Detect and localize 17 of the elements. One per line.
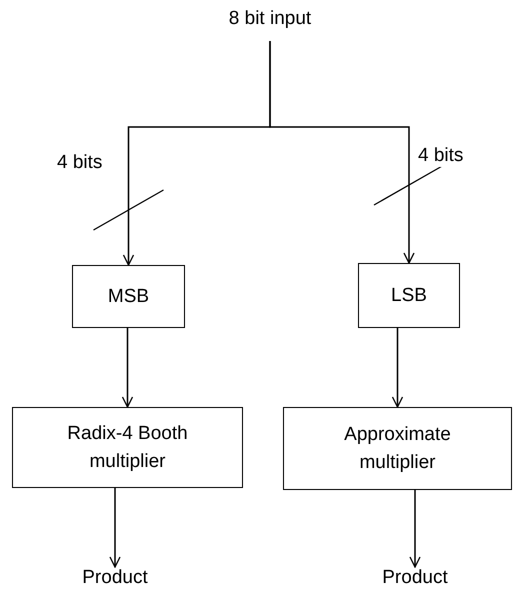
process-box — [283, 407, 512, 490]
terminal-text: 8 bit input — [205, 5, 335, 33]
box-label: MSB — [108, 284, 150, 308]
box-label: Approximate multiplier — [343, 422, 452, 474]
edge-label: 4 bits — [416, 145, 466, 167]
arrow — [392, 328, 404, 408]
arrow — [269, 41, 415, 264]
arrow — [409, 490, 421, 568]
process-box — [358, 263, 460, 328]
terminal-text: Product — [60, 565, 170, 591]
arrow — [109, 488, 121, 568]
box-label: LSB — [391, 284, 427, 308]
process-box — [12, 407, 243, 488]
box-label: Radix-4 Booth multiplier — [66, 422, 189, 474]
arrow — [122, 328, 134, 408]
terminal-text: Product — [360, 565, 470, 591]
process-box — [72, 265, 185, 328]
